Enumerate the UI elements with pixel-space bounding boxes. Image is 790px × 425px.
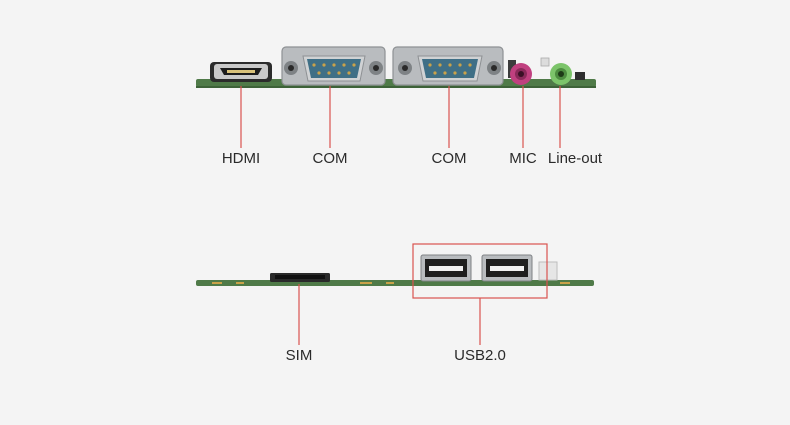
usb-port-2 bbox=[481, 254, 533, 282]
line-out-label: Line-out bbox=[547, 150, 603, 167]
com-port-1 bbox=[281, 46, 386, 86]
sim-label: SIM bbox=[285, 347, 313, 364]
com2-label: COM bbox=[431, 150, 467, 167]
hdmi-label: HDMI bbox=[221, 150, 261, 167]
mic-label: MIC bbox=[509, 150, 537, 167]
usb-label: USB2.0 bbox=[454, 347, 506, 364]
com1-label: COM bbox=[312, 150, 348, 167]
top-callout-lines bbox=[240, 86, 561, 148]
com-port-2 bbox=[392, 46, 504, 86]
bottom-pcb bbox=[196, 280, 594, 286]
hdmi-port bbox=[210, 62, 272, 82]
white-header-connector bbox=[538, 261, 558, 281]
usb-port-1 bbox=[420, 254, 472, 282]
bottom-callout-lines bbox=[298, 284, 481, 345]
mic-jack bbox=[510, 63, 532, 85]
sim-slot bbox=[270, 273, 330, 282]
line-out-jack bbox=[550, 63, 572, 85]
